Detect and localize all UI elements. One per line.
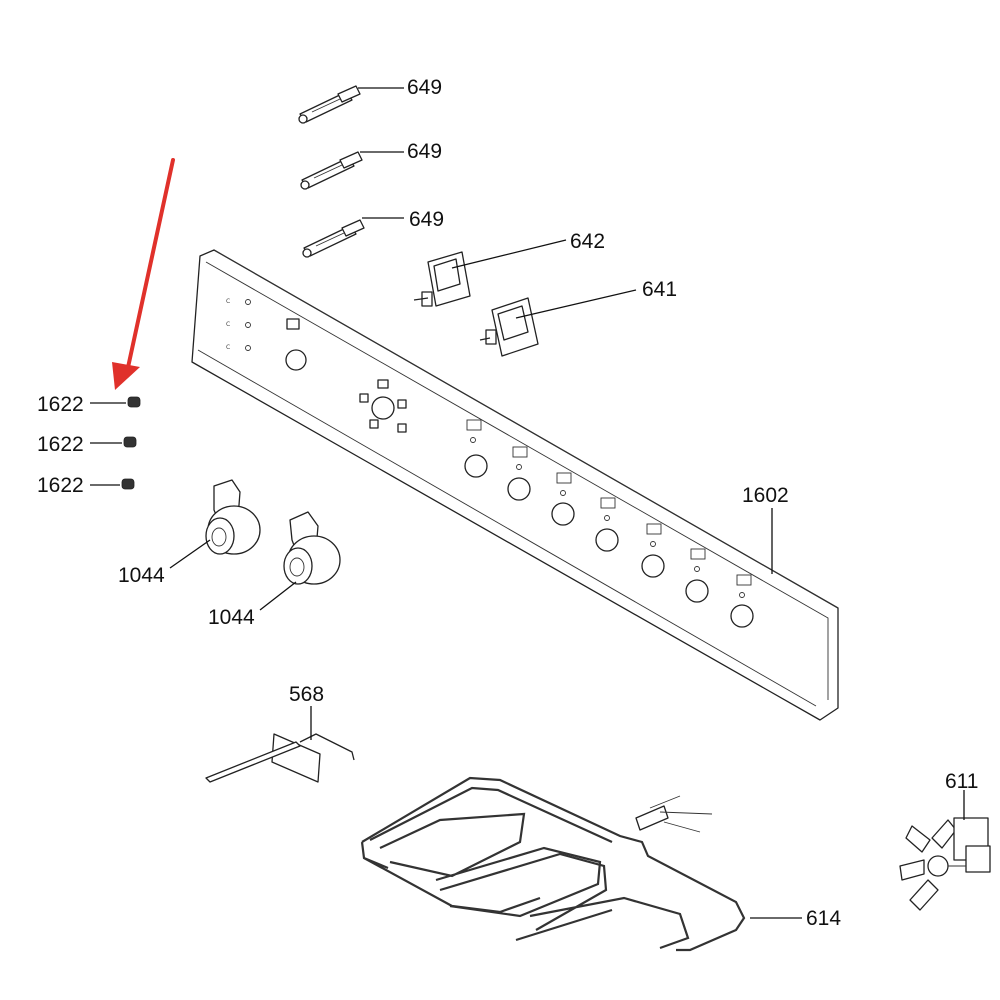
igniter-part-649-top[interactable]	[298, 85, 404, 124]
control-panel-1602[interactable]: C C C	[191, 249, 839, 721]
igniter-part-649-mid[interactable]	[300, 151, 404, 190]
label-642: 642	[570, 230, 605, 253]
label-1044-1: 1044	[118, 564, 165, 587]
screw-part-1622-1[interactable]	[90, 396, 141, 408]
screw-part-1622-3[interactable]	[90, 478, 135, 490]
part-labels: 649 649 649 642 641 1622 1622 1622 1602 …	[37, 76, 978, 930]
fan-motor-part-611[interactable]	[899, 790, 991, 911]
element-part-614[interactable]	[360, 776, 802, 952]
label-1622-2: 1622	[37, 433, 84, 456]
svg-text:C: C	[226, 298, 230, 305]
label-1602: 1602	[742, 484, 789, 507]
label-649-mid: 649	[407, 140, 442, 163]
bracket-part-1044-1[interactable]	[169, 479, 261, 569]
switch-part-642[interactable]	[413, 239, 567, 307]
label-568: 568	[289, 683, 324, 706]
highlight-arrow	[112, 158, 175, 390]
panel-knob-holes	[464, 454, 754, 628]
igniter-part-649-bottom[interactable]	[302, 217, 404, 258]
svg-text:C: C	[226, 344, 230, 351]
label-1622-1: 1622	[37, 393, 84, 416]
label-649-bottom: 649	[409, 208, 444, 231]
switch-part-641[interactable]	[479, 289, 637, 357]
label-614: 614	[806, 907, 841, 930]
label-611: 611	[945, 770, 978, 793]
label-1622-3: 1622	[37, 474, 84, 497]
panel-indicators	[466, 419, 752, 598]
label-1044-2: 1044	[208, 606, 255, 629]
label-641: 641	[642, 278, 677, 301]
sensor-part-568[interactable]	[205, 706, 355, 783]
svg-text:C: C	[226, 321, 230, 328]
screw-part-1622-2[interactable]	[90, 436, 137, 448]
label-649-top: 649	[407, 76, 442, 99]
bracket-part-1044-2[interactable]	[259, 511, 341, 611]
